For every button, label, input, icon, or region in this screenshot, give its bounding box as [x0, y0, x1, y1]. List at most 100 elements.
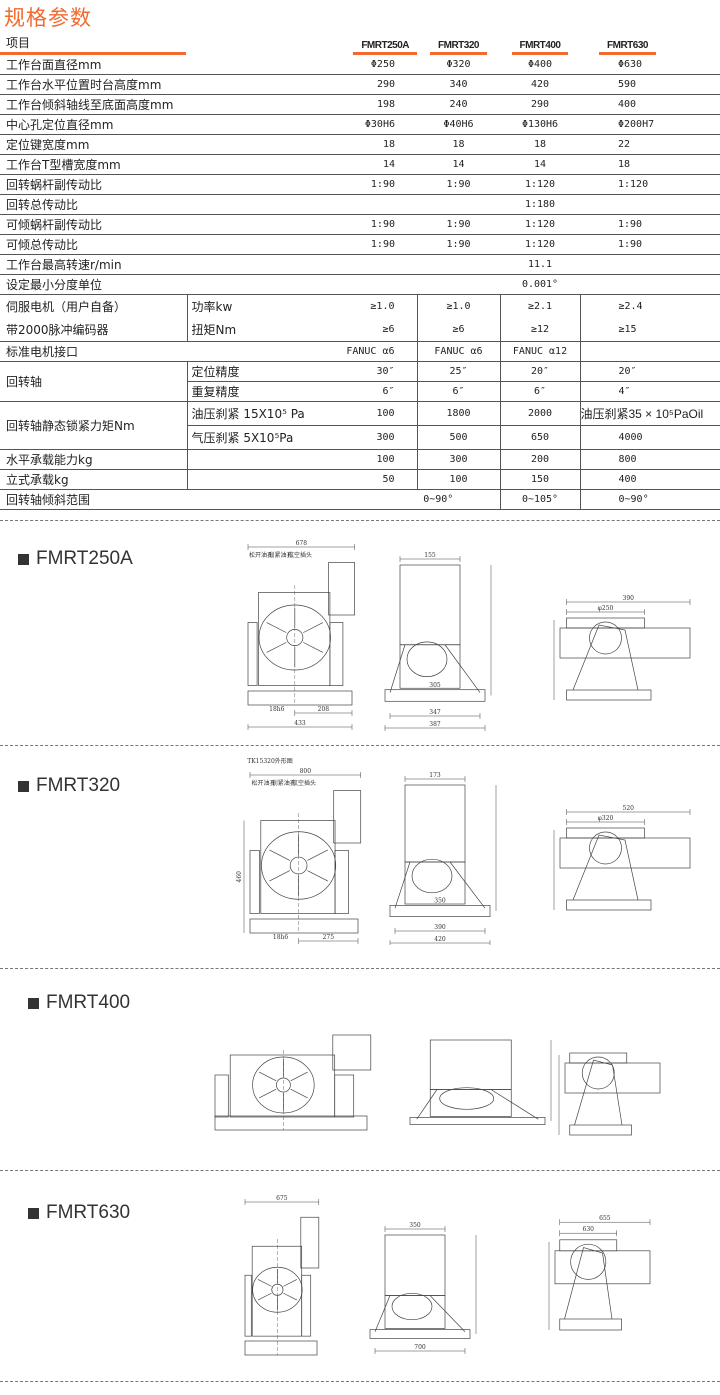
row-value: FANUC α12 [499, 341, 580, 362]
support-leg [572, 834, 639, 901]
dimension-label: 航空插头 [288, 551, 312, 559]
motor-cover [333, 790, 362, 844]
dimension-label: 520 [623, 805, 635, 812]
row-value: ≥6 [337, 318, 417, 342]
dimension-label: 350 [409, 1222, 421, 1229]
row-label: 定位键宽度mm [0, 134, 337, 155]
row-value: ≥2.1 [499, 294, 580, 318]
dimension-label: 松开油孔 [251, 779, 275, 787]
table-header-row: 项目 FMRT250A FMRT320 FMRT400 FMRT630 [0, 34, 720, 55]
row-value: 22 [580, 134, 720, 155]
row-value: 290 [500, 94, 580, 115]
motor-cover [328, 562, 355, 616]
motor-housing [404, 784, 466, 863]
t-slot [269, 849, 290, 861]
t-slot [257, 1292, 272, 1301]
support-leg [374, 1295, 466, 1333]
row-value: 200 [499, 449, 580, 470]
row-value [337, 274, 417, 295]
row-value: 300 [416, 449, 500, 470]
dimension-label: 155 [424, 552, 436, 559]
motor-housing [384, 1234, 446, 1296]
row-value: 6″ [499, 381, 580, 402]
row-value: 2000 [499, 401, 580, 426]
base-plate [569, 1124, 632, 1136]
row-sublabel [187, 469, 337, 490]
row-value: 240 [417, 94, 500, 115]
row-label: 工作台最高转速r/min [0, 254, 337, 275]
row-value: 1:90 [337, 214, 417, 235]
side-boss [301, 1274, 312, 1337]
row-sublabel: 功率kw [191, 300, 233, 314]
section-name: FMRT250A [36, 548, 133, 569]
row-label: 设定最小分度单位 [0, 274, 337, 295]
dimension-label: 刹紧油孔 [272, 779, 296, 787]
spec-table: 项目 FMRT250A FMRT320 FMRT400 FMRT630 工作台面… [0, 34, 720, 510]
trunnion-circle [589, 621, 622, 655]
divider [0, 968, 720, 969]
row-value: 18 [337, 134, 417, 155]
dimension-label: 航空插头 [292, 779, 316, 787]
row-value: 400 [580, 94, 720, 115]
row-label: 工作台倾斜轴线至底面高度mm [0, 94, 337, 115]
row-value: 14 [337, 154, 417, 175]
dimension-label: φ250 [598, 605, 614, 612]
row-label: 标准电机接口 [0, 341, 337, 362]
t-slot [266, 622, 287, 633]
center-hole [286, 629, 304, 646]
body [564, 1062, 661, 1094]
motor-cover [332, 1034, 372, 1071]
section-name: FMRT630 [46, 1202, 131, 1223]
base [214, 1115, 368, 1131]
support-leg [574, 1059, 623, 1126]
body [229, 1054, 336, 1118]
row-sublabel: 油压刹紧 15X10⁵ Pa [187, 401, 337, 426]
row-value: 20″ [499, 361, 580, 382]
row-value: 1:120 [580, 174, 720, 195]
row-value: 4000 [579, 425, 720, 450]
side-boss [214, 1074, 229, 1118]
row-label: 带2000脉冲编码器 [0, 318, 188, 342]
row-value [579, 341, 720, 362]
gear-housing [384, 1295, 446, 1329]
row-sublabel: 定位精度 [187, 361, 337, 382]
row-value: FANUC α6 [337, 341, 417, 362]
trunnion-circle [411, 858, 453, 894]
row-value: ≥1.0 [416, 294, 500, 318]
gear-housing [404, 861, 466, 905]
dimension-label: 460 [236, 871, 243, 883]
header-model: FMRT400 [511, 40, 569, 55]
dimension-label: 刹紧油孔 [268, 551, 292, 559]
row-value: 0~90° [579, 489, 720, 510]
t-slot [290, 1088, 308, 1099]
row-value: 300 [337, 425, 417, 450]
row-value [417, 194, 500, 215]
row-value: 0~105° [499, 489, 580, 510]
row-label: 立式承载kg [0, 469, 188, 490]
dimension-label: 630 [583, 1226, 595, 1233]
base [247, 690, 353, 706]
support-leg [564, 1247, 613, 1320]
row-value: 18 [580, 154, 720, 175]
dimension-label: 275 [323, 934, 335, 941]
center-hole [289, 856, 308, 875]
row-value: Φ130H6 [500, 114, 580, 135]
row-value: 20″ [579, 361, 720, 382]
dimension-label: 675 [276, 1195, 288, 1202]
row-value: 650 [499, 425, 580, 450]
section-title: FMRT250A [18, 548, 133, 570]
row-value: FANUC α6 [416, 341, 500, 362]
base-plate [369, 1329, 471, 1339]
row-label: 回转轴倾斜范围 [0, 489, 337, 510]
row-value: 1:90 [580, 234, 720, 255]
row-value: 30″ [337, 361, 417, 382]
trunnion-circle [406, 641, 448, 677]
